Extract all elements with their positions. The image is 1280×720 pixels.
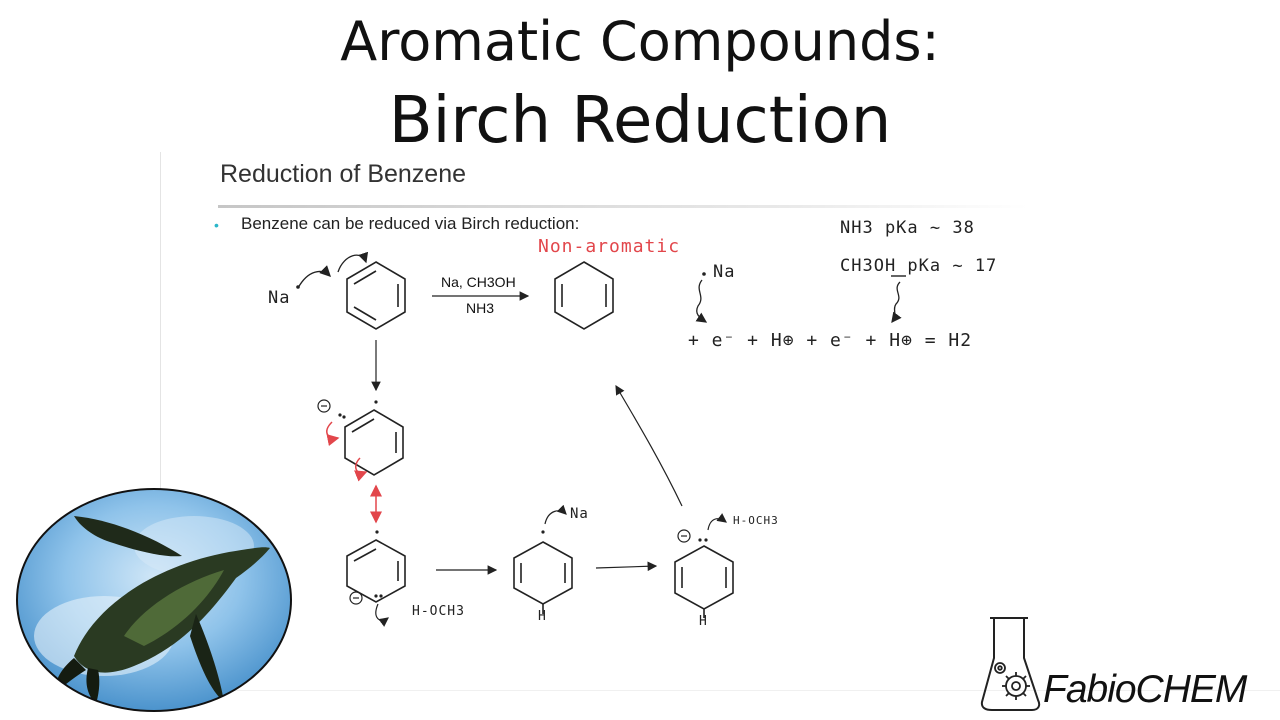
hydrogen-label-right: H: [699, 614, 708, 629]
methanol-label-left: H-OCH3: [412, 604, 465, 619]
radical-anion-ring: [344, 409, 404, 476]
bullet-text: Benzene can be reduced via Birch reducti…: [241, 214, 580, 233]
pka-methanol: CH3OH pKa ~ 17: [840, 256, 998, 276]
flask-gear-logo-icon: [980, 617, 1041, 711]
penguin-photo: [16, 488, 292, 712]
na-label-left: Na: [268, 288, 291, 308]
na-label-bottom: Na: [570, 506, 589, 522]
reagents-top: Na, CH3OH: [441, 274, 516, 290]
logo-wordmark: FabioCHEM: [1043, 668, 1247, 711]
methanol-label-right: H-OCH3: [733, 514, 779, 527]
cyclohexadienyl-radical-ring: [513, 541, 573, 614]
bullet-dot-icon: •: [214, 217, 219, 233]
electron-proton-equation: + e⁻ + H⊕ + e⁻ + H⊕ = H2: [688, 330, 973, 351]
pka-ammonia: NH3 pKa ~ 38: [840, 218, 975, 238]
cyclohexadiene-product: [554, 261, 614, 330]
title-line-1: Aromatic Compounds:: [340, 10, 940, 73]
heading-divider: [218, 205, 1028, 208]
slide-panel: [160, 152, 1280, 691]
annotation-non-aromatic: Non-aromatic: [538, 236, 681, 257]
cyclohexadienyl-anion-ring: [674, 545, 734, 618]
slide-heading: Reduction of Benzene: [220, 160, 467, 188]
resonance-ring: [346, 539, 406, 603]
na-label-right: Na: [713, 262, 736, 282]
reagents-bottom: NH3: [466, 300, 495, 316]
benzene-ring: [346, 261, 406, 330]
title-line-2: Birch Reduction: [388, 84, 892, 158]
hydrogen-label-middle: H: [538, 609, 547, 624]
